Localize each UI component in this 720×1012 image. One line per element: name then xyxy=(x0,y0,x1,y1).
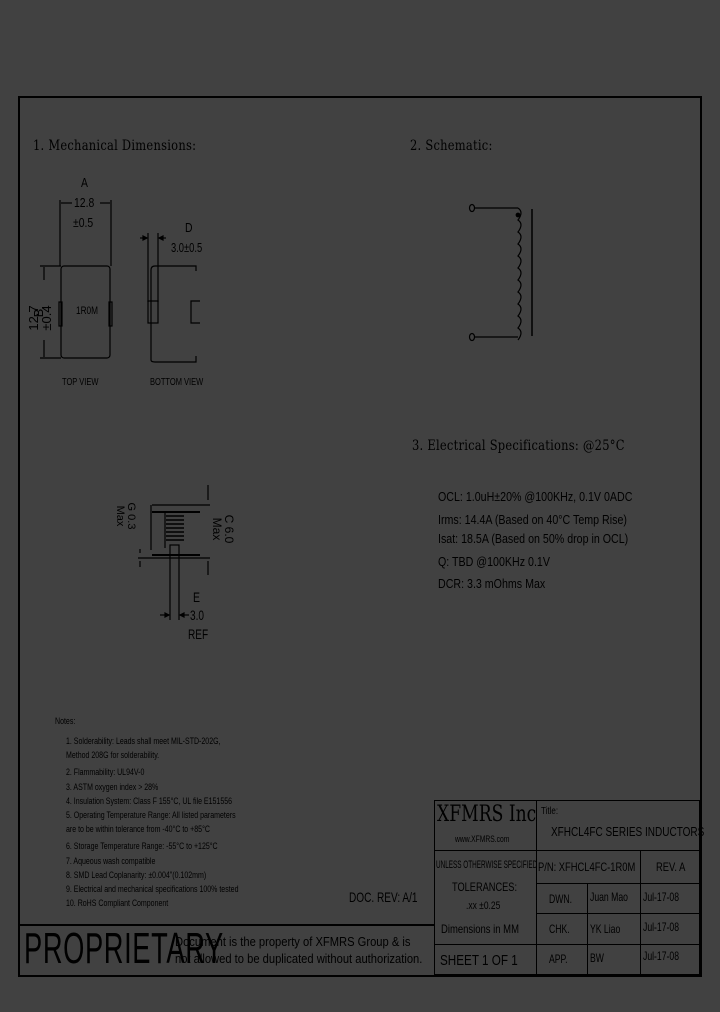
date-chk: Jul-17-08 xyxy=(643,920,680,934)
note-item: 4. Insulation System: Class F 155°C, UL … xyxy=(66,795,233,806)
dim-e-value: 3.0 xyxy=(190,607,205,623)
dim-g-value: 0.3 xyxy=(125,514,137,530)
title-label: Title: xyxy=(541,806,559,817)
drawing-title: XFHCL4FC SERIES INDUCTORS xyxy=(551,824,705,839)
name-chk: YK Liao xyxy=(590,922,621,936)
note-item: 3. ASTM oxygen index > 28% xyxy=(66,781,159,792)
tolerances-label: TOLERANCES: xyxy=(452,880,518,894)
dim-a-tolerance: ±0.5 xyxy=(73,215,94,230)
notes-list: 1. Solderability: Leads shall meet MIL-S… xyxy=(66,734,287,910)
note-item: 6. Storage Temperature Range: -55°C to +… xyxy=(66,841,218,852)
dim-a-letter: A xyxy=(81,175,88,190)
company-name: XFMRS Inc xyxy=(437,802,537,827)
role-dwn: DWN. xyxy=(549,892,573,906)
dim-b-tolerance: ±0.4 xyxy=(39,305,54,331)
dim-e-suffix: REF xyxy=(188,626,209,642)
note-item: 7. Aqueous wash compatible xyxy=(66,855,156,866)
top-view-body xyxy=(60,265,111,359)
dim-a-value: 12.8 xyxy=(74,195,95,210)
revision: REV. A xyxy=(656,860,686,874)
doc-revision: DOC. REV: A/1 xyxy=(349,889,418,905)
proprietary-label: PROPRIETARY xyxy=(24,924,224,973)
tb-grid-cell xyxy=(640,944,700,975)
note-item: are to be within tolerance from -40°C to… xyxy=(66,824,210,835)
dim-e-letter: E xyxy=(193,589,201,605)
spec-q: Q: TBD @100KHz 0.1V xyxy=(438,553,550,569)
part-marking: 1R0M xyxy=(76,305,99,317)
dim-g-suffix: Max xyxy=(114,505,126,527)
note-item: 9. Electrical and mechanical specificati… xyxy=(66,884,239,895)
note-item: Method 208G for solderability. xyxy=(66,750,160,761)
drawing-border xyxy=(18,96,702,977)
section-title-electrical: 3. Electrical Specifications: @25°C xyxy=(412,438,625,454)
section-title-schematic: 2. Schematic: xyxy=(410,138,493,154)
dim-d-letter: D xyxy=(185,220,193,235)
name-app: BW xyxy=(590,951,604,965)
proprietary-line-1: Document is the property of XFMRS Group … xyxy=(175,934,411,949)
sheet-number: SHEET 1 OF 1 xyxy=(440,952,518,969)
dim-g-letter: G xyxy=(125,502,137,512)
dim-c-suffix: Max xyxy=(210,517,224,541)
note-item: 10. RoHS Compliant Component xyxy=(66,898,169,909)
top-view-label: TOP VIEW xyxy=(62,377,99,388)
dim-b-values: 12.7 ±0.4 xyxy=(26,286,54,350)
proprietary-line-2: not allowed to be duplicated without aut… xyxy=(175,951,423,966)
spec-dcr: DCR: 3.3 mOhms Max xyxy=(438,576,546,591)
note-item: 2. Flammability: UL94V-0 xyxy=(66,767,145,778)
role-chk: CHK. xyxy=(549,922,570,936)
date-app: Jul-17-08 xyxy=(643,949,680,963)
unless-specified: UNLESS OTHERWISE SPECIFIED xyxy=(436,859,538,871)
note-item: 1. Solderability: Leads shall meet MIL-S… xyxy=(66,736,221,746)
dim-d-value: 3.0±0.5 xyxy=(171,240,203,255)
spec-ocl: OCL: 1.0uH±20% @100KHz, 0.1V 0ADC xyxy=(438,489,633,504)
company-website: www.XFMRS.com xyxy=(455,834,510,844)
part-number: P/N: XFHCL4FC-1R0M xyxy=(538,860,636,874)
spec-isat: Isat: 18.5A (Based on 50% drop in OCL) xyxy=(438,531,629,546)
note-item: 8. SMD Lead Coplanarity: ±0.004"(0.102mm… xyxy=(66,869,207,880)
dim-c-letter: C xyxy=(222,514,236,524)
dim-c-value: 6.0 xyxy=(222,526,236,544)
bottom-view-label: BOTTOM VIEW xyxy=(150,377,204,388)
dim-g-group: G 0.3 Max xyxy=(114,491,137,541)
date-dwn: Jul-17-08 xyxy=(643,890,680,904)
tolerance-value: .xx ±0.25 xyxy=(466,900,501,912)
name-dwn: Juan Mao xyxy=(590,890,628,904)
dimensions-unit: Dimensions in MM xyxy=(441,922,519,936)
dim-c-group: C 6.0 Max xyxy=(210,499,236,559)
role-app: APP. xyxy=(549,952,568,966)
notes-heading: Notes: xyxy=(55,716,76,726)
section-title-mechanical: 1. Mechanical Dimensions: xyxy=(33,138,197,154)
electrical-specs-list: OCL: 1.0uH±20% @100KHz, 0.1V 0ADC Irms: … xyxy=(438,486,675,596)
spec-irms: Irms: 14.4A (Based on 40°C Temp Rise) xyxy=(438,511,627,527)
note-item: 5. Operating Temperature Range: All list… xyxy=(66,810,236,821)
